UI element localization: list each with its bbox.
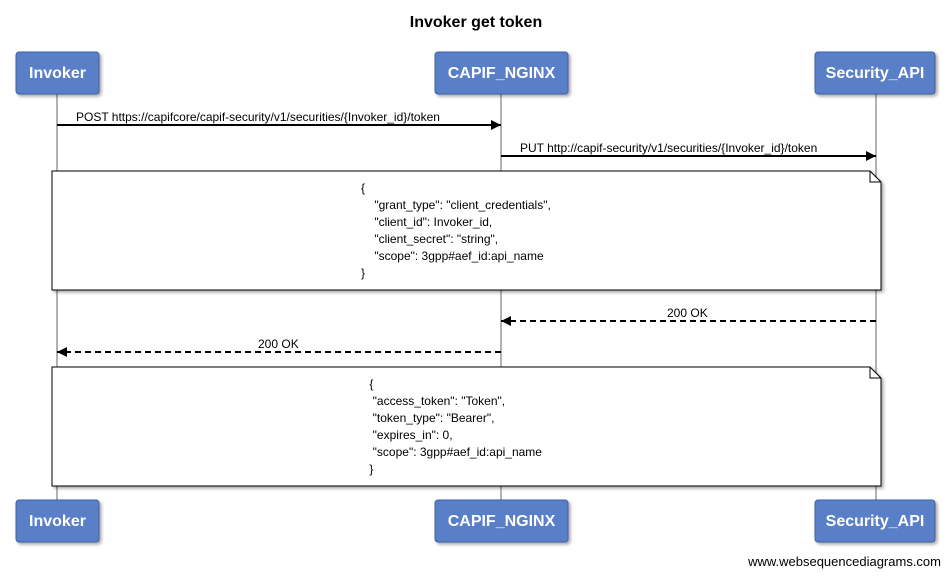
actor-invoker-bottom-label: Invoker (29, 513, 86, 530)
actor-security-api-bottom[interactable]: Security_API (814, 499, 936, 543)
actor-capif-nginx-bottom-label: CAPIF_NGINX (448, 513, 556, 530)
note-response-line-4: "expires_in": 0, (366, 428, 453, 442)
diagram-title: Invoker get token (410, 14, 542, 31)
watermark-link[interactable]: www.websequencediagrams.com (747, 554, 941, 569)
note-response-line-2: "access_token": "Token", (366, 394, 505, 408)
note-response-line-5: "scope": 3gpp#aef_id:api_name (366, 445, 542, 459)
note-response-body: { "access_token": "Token", "token_type":… (51, 366, 882, 487)
note-request-line-1: { (361, 181, 365, 195)
actor-security-api-bottom-label: Security_API (826, 513, 925, 530)
actor-security-api-top[interactable]: Security_API (814, 51, 936, 95)
actor-invoker-top[interactable]: Invoker (15, 51, 100, 95)
message-200-ok-2-label: 200 OK (258, 337, 299, 351)
actor-security-api-label: Security_API (826, 65, 925, 82)
note-response-line-3: "token_type": "Bearer", (366, 411, 494, 425)
note-request-line-3: "client_id": Invoker_id, (361, 215, 492, 229)
note-response-line-6: } (366, 462, 373, 476)
actor-capif-nginx-top[interactable]: CAPIF_NGINX (434, 51, 569, 95)
actor-capif-nginx-label: CAPIF_NGINX (448, 65, 556, 82)
note-request-line-5: "scope": 3gpp#aef_id:api_name (361, 249, 544, 263)
message-200-ok-1-label: 200 OK (667, 306, 708, 320)
note-request-body: { "grant_type": "client_credentials", "c… (51, 170, 882, 291)
actor-invoker-bottom[interactable]: Invoker (15, 499, 100, 543)
actor-capif-nginx-bottom[interactable]: CAPIF_NGINX (434, 499, 569, 543)
message-post-label: POST https://capifcore/capif-security/v1… (76, 110, 440, 124)
note-response-line-1: { (366, 377, 373, 391)
note-request-line-6: } (361, 266, 365, 280)
note-request-line-4: "client_secret": "string", (361, 232, 498, 246)
actor-invoker-label: Invoker (29, 65, 86, 82)
note-request-line-2: "grant_type": "client_credentials", (361, 198, 551, 212)
message-put-label: PUT http://capif-security/v1/securities/… (520, 141, 817, 155)
